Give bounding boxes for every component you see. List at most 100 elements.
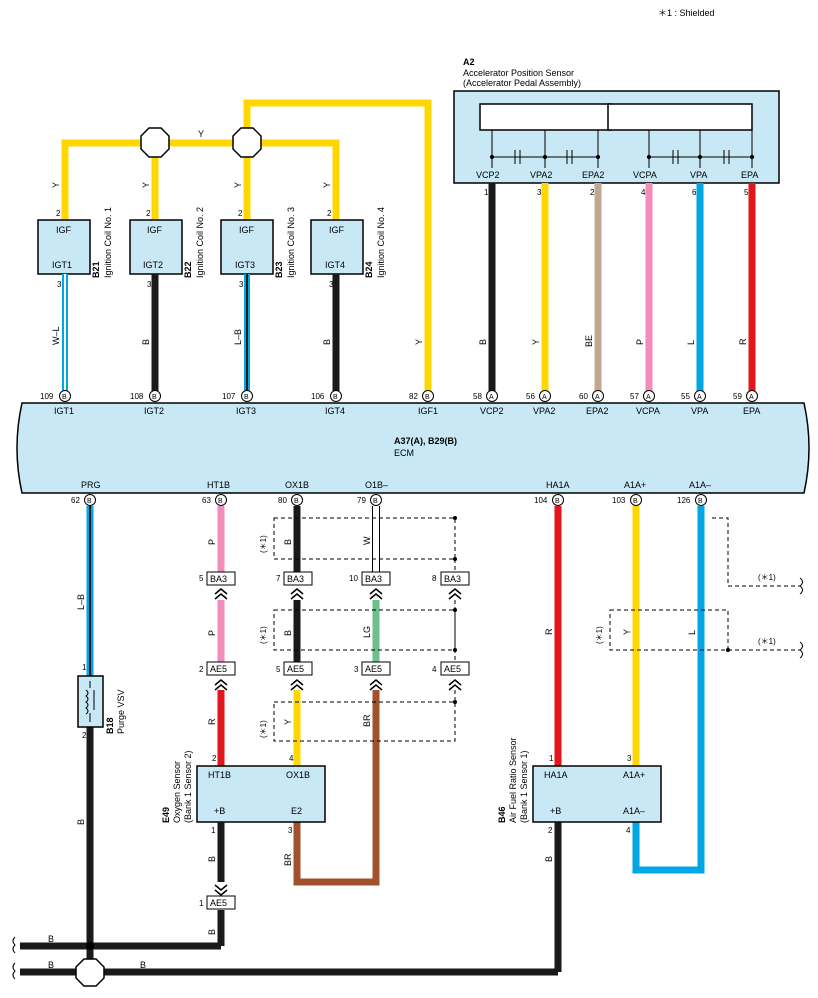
wire-label-ht-upper: P (207, 539, 217, 545)
ecm-pin-o1b: O1B–B79 (357, 480, 388, 506)
af-id: B46 (497, 806, 507, 823)
ignition-coil-1: 2 IGF IGT1 3 B21 Ignition Coil No. 1 (37, 207, 113, 289)
wire-label-ht-mid: P (207, 630, 217, 636)
apps-sensor-1 (479, 103, 612, 131)
wire-label-ha: R (544, 628, 554, 635)
ba3-chevrons (214, 588, 462, 600)
wire-label-o2-ground: B (207, 929, 217, 935)
svg-text:B: B (294, 498, 299, 505)
svg-text:57: 57 (630, 392, 639, 401)
ae5-bottom-box (206, 895, 236, 910)
coil4-igt: IGT4 (325, 260, 345, 270)
af-name: Air Fuel Ratio Sensor (508, 737, 518, 823)
wire-label-o1-lower: BR (362, 714, 372, 727)
af-sensor: 1 3 HA1A A1A+ +B A1A– 2 4 B46 Air Fuel R… (497, 737, 662, 835)
svg-text:B: B (425, 394, 430, 401)
af-a1a-minus: A1A– (623, 806, 645, 816)
apps-pin-num-2: 2 (590, 188, 595, 197)
svg-text:B: B (633, 498, 638, 505)
svg-text:62: 62 (71, 496, 80, 505)
svg-text:HT1B: HT1B (207, 480, 230, 490)
shield-label-right-2: (＊1) (758, 637, 776, 646)
af-ha1a: HA1A (544, 770, 568, 780)
o2-id: E49 (161, 807, 171, 823)
af-pin-2: 2 (548, 826, 553, 835)
shield-upper (273, 517, 456, 572)
coil3-igf: IGF (239, 225, 255, 235)
svg-text:3: 3 (354, 665, 359, 674)
svg-text:PRG: PRG (81, 480, 101, 490)
splice-octagon-2 (232, 127, 262, 158)
svg-text:EPA2: EPA2 (586, 406, 608, 416)
wire-label-epa2: BE (584, 335, 594, 347)
svg-text:BA3: BA3 (287, 574, 304, 584)
shield-note: ＊1 : Shielded (658, 8, 715, 18)
coil2-igt: IGT2 (143, 260, 163, 270)
shield-dot-3 (453, 608, 457, 612)
wire-label-igt3: L–B (233, 329, 243, 345)
svg-text:B: B (87, 498, 92, 505)
apps-pin-name-epa2: EPA2 (582, 170, 604, 180)
ground-wires (20, 942, 558, 976)
oxygen-sensor: 2 4 HT1B OX1B +B E2 1 3 E49 Oxygen Senso… (161, 750, 326, 835)
o2-lower-wires (217, 690, 380, 886)
wire-label-ht-lower: R (207, 718, 217, 725)
shield-label-right-1: (＊1) (758, 573, 776, 582)
svg-text:B: B (555, 498, 560, 505)
o2-e2: E2 (291, 806, 302, 816)
svg-text:108: 108 (130, 392, 144, 401)
svg-text:A: A (749, 394, 754, 401)
purge-id: B18 (105, 717, 115, 734)
coil4-igf: IGF (329, 225, 345, 235)
svg-text:10: 10 (349, 574, 358, 583)
svg-text:IGF1: IGF1 (418, 406, 438, 416)
wire-label-o1-mid: LG (362, 626, 372, 638)
shield-dot-af (726, 648, 730, 652)
svg-text:AE5: AE5 (210, 664, 227, 674)
svg-text:B: B (698, 498, 703, 505)
coil4-pin-top: 2 (327, 209, 332, 218)
o2-pin-4: 4 (289, 754, 294, 763)
shield-dot-2 (453, 557, 457, 561)
svg-text:IGT4: IGT4 (325, 406, 345, 416)
apps-pin-num-3: 3 (537, 188, 542, 197)
ignition-coil-2: 2 IGF IGT2 3 B22 Ignition Coil No. 2 (129, 207, 205, 289)
svg-text:58: 58 (473, 392, 482, 401)
ground-break-marks (12, 936, 16, 980)
wire-label-ox-lower: Y (283, 719, 293, 725)
coil2-pin-bottom: 3 (147, 280, 152, 289)
wire-label-ox-upper: B (283, 539, 293, 545)
ecm-id: A37(A), B29(B) (394, 436, 457, 446)
purge-name: Purge VSV (116, 689, 126, 734)
wire-label-af-pb: B (544, 856, 554, 862)
svg-text:B: B (244, 394, 249, 401)
svg-text:B: B (62, 394, 67, 401)
svg-text:VCPA: VCPA (636, 406, 660, 416)
ecm-box (16, 402, 810, 494)
coil3-igt: IGT3 (235, 260, 255, 270)
ground-label-2: B (48, 960, 54, 970)
coil1-y-label: Y (51, 182, 61, 188)
ecm-pin-ht1b: HT1B B 63 (202, 480, 230, 506)
o2-plus-b: +B (214, 806, 225, 816)
coil1-name: Ignition Coil No. 1 (103, 207, 113, 278)
y-label-top: Y (198, 129, 204, 139)
coil3-y-label: Y (233, 182, 243, 188)
o2-upper-wires (217, 506, 380, 572)
ecm-pin-prg: PRG B 62 (71, 480, 101, 506)
svg-text:5: 5 (276, 665, 281, 674)
svg-text:63: 63 (202, 496, 211, 505)
svg-text:B: B (218, 498, 223, 505)
apps-pin-name-vcpa: VCPA (633, 170, 657, 180)
svg-text:IGT3: IGT3 (236, 406, 256, 416)
